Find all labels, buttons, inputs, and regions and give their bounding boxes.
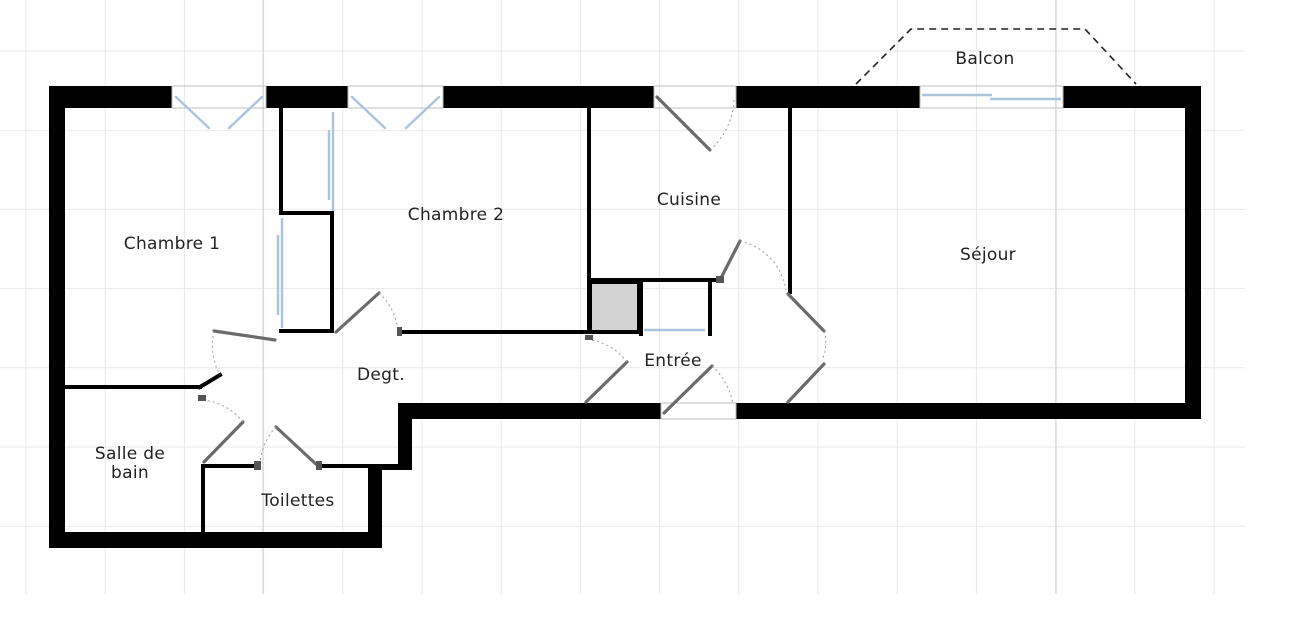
- label-salle-de-bain-line-1: Salle de: [95, 444, 165, 464]
- window-chambre-1: [171, 85, 267, 130]
- door-main-entrance: [660, 364, 737, 420]
- interior-walls: [63, 106, 792, 534]
- door-salle-de-bain: [202, 399, 245, 464]
- doors: [202, 85, 827, 468]
- door-jambs: [198, 276, 724, 470]
- label-chambre-2: Chambre 2: [408, 205, 504, 225]
- door-cuisine-window: [653, 85, 737, 152]
- door-toilettes: [259, 425, 320, 468]
- door-sejour-upper: [786, 292, 827, 361]
- room-labels: Chambre 1 Chambre 2 Cuisine Séjour Balco…: [95, 49, 1016, 511]
- closet-sliding-doors: [276, 112, 705, 332]
- label-balcon: Balcon: [955, 49, 1014, 69]
- door-entree-closet: [584, 339, 629, 404]
- window-chambre-2: [347, 85, 444, 130]
- door-sejour-lower: [786, 362, 826, 404]
- door-cuisine: [718, 239, 787, 291]
- balcony-outline: [855, 28, 1137, 85]
- label-toilettes: Toilettes: [260, 491, 334, 511]
- label-chambre-1: Chambre 1: [124, 234, 220, 254]
- technical-shaft: [588, 280, 641, 334]
- label-sejour: Séjour: [960, 245, 1016, 265]
- label-salle-de-bain-line-2: bain: [111, 463, 149, 483]
- door-chambre-1: [211, 329, 277, 376]
- door-chambre-2: [334, 291, 399, 334]
- exterior-walls: [49, 86, 1201, 548]
- window-sejour: [919, 85, 1064, 109]
- label-entree: Entrée: [644, 351, 702, 371]
- label-cuisine: Cuisine: [657, 190, 721, 210]
- label-degt: Degt.: [357, 365, 405, 385]
- windows: [171, 85, 1064, 332]
